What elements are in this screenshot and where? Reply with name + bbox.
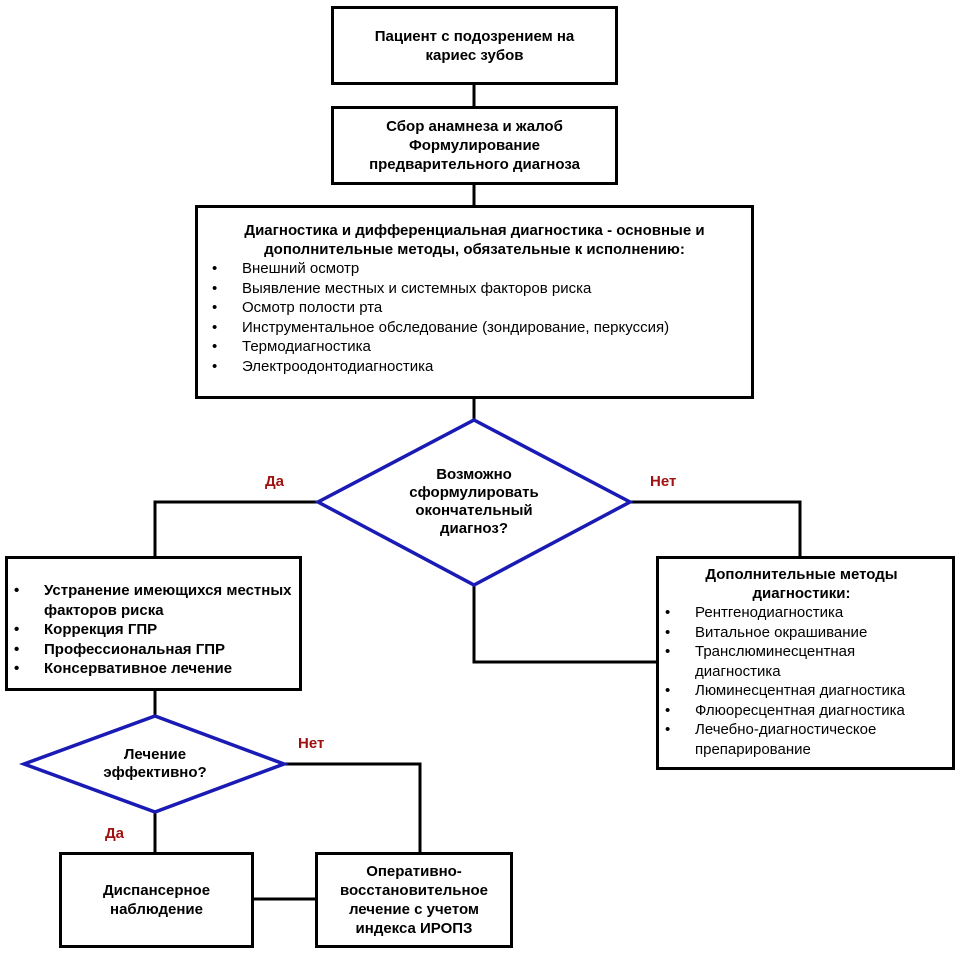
diagnostics-list: Внешний осмотр Выявление местных и систе… (206, 259, 743, 376)
box-diagnostics: Диагностика и дифференциальная диагности… (195, 205, 754, 399)
diamond-diagnosis-shape (314, 418, 634, 587)
diamond-effective-shape (18, 714, 290, 814)
list-item: Витальное окрашивание (659, 623, 944, 643)
label-yes-diagnosis: Да (265, 473, 285, 490)
list-item: Электроодонтодиагностика (206, 357, 743, 377)
diagnostics-title: Диагностика и дифференциальная диагности… (244, 222, 705, 258)
box-dispensary: Диспансерное наблюдение (59, 852, 254, 948)
list-item: Лечебно-диагностическое препарирование (659, 720, 944, 759)
box-additional-methods: Дополнительные методы диагностики: Рентг… (656, 556, 955, 770)
treatment-list: Устранение имеющихся местных факторов ри… (8, 581, 293, 679)
box-anamnesis: Сбор анамнеза и жалоб Формулирование пре… (331, 106, 618, 185)
list-item: Флюоресцентная диагностика (659, 701, 944, 721)
diamond-diagnosis-text: Возможно сформулировать окончательный ди… (409, 466, 539, 537)
connector-no-branch (630, 500, 802, 556)
box-patient: Пациент с подозрением на кариес зубов (331, 6, 618, 85)
list-item: Осмотр полости рта (206, 298, 743, 318)
list-item: Рентгенодиагностика (659, 603, 944, 623)
box-operative: Оперативно- восстановительное лечение с … (315, 852, 513, 948)
connector-yes-branch (153, 500, 318, 556)
list-item: Транслюминесцентная диагностика (659, 642, 944, 681)
list-item: Люминесцентная диагностика (659, 681, 944, 701)
list-item: Консервативное лечение (8, 659, 293, 679)
additional-methods-title: Дополнительные методы диагностики: (705, 566, 898, 602)
label-no-effective: Нет (298, 735, 325, 752)
diamond-effective-text: Лечение эффективно? (103, 746, 207, 781)
additional-methods-list: Рентгенодиагностика Витальное окрашивани… (659, 603, 944, 759)
list-item: Выявление местных и системных факторов р… (206, 279, 743, 299)
list-item: Устранение имеющихся местных факторов ри… (8, 581, 293, 620)
list-item: Профессиональная ГПР (8, 640, 293, 660)
list-item: Внешний осмотр (206, 259, 743, 279)
label-no-diagnosis: Нет (650, 473, 677, 490)
label-yes-effective: Да (105, 825, 125, 842)
box-treatment: Устранение имеющихся местных факторов ри… (5, 556, 302, 691)
list-item: Термодиагностика (206, 337, 743, 357)
list-item: Коррекция ГПР (8, 620, 293, 640)
connector-diamond-additional (472, 585, 657, 664)
connector-effective-no (284, 762, 422, 852)
list-item: Инструментальное обследование (зондирова… (206, 318, 743, 338)
